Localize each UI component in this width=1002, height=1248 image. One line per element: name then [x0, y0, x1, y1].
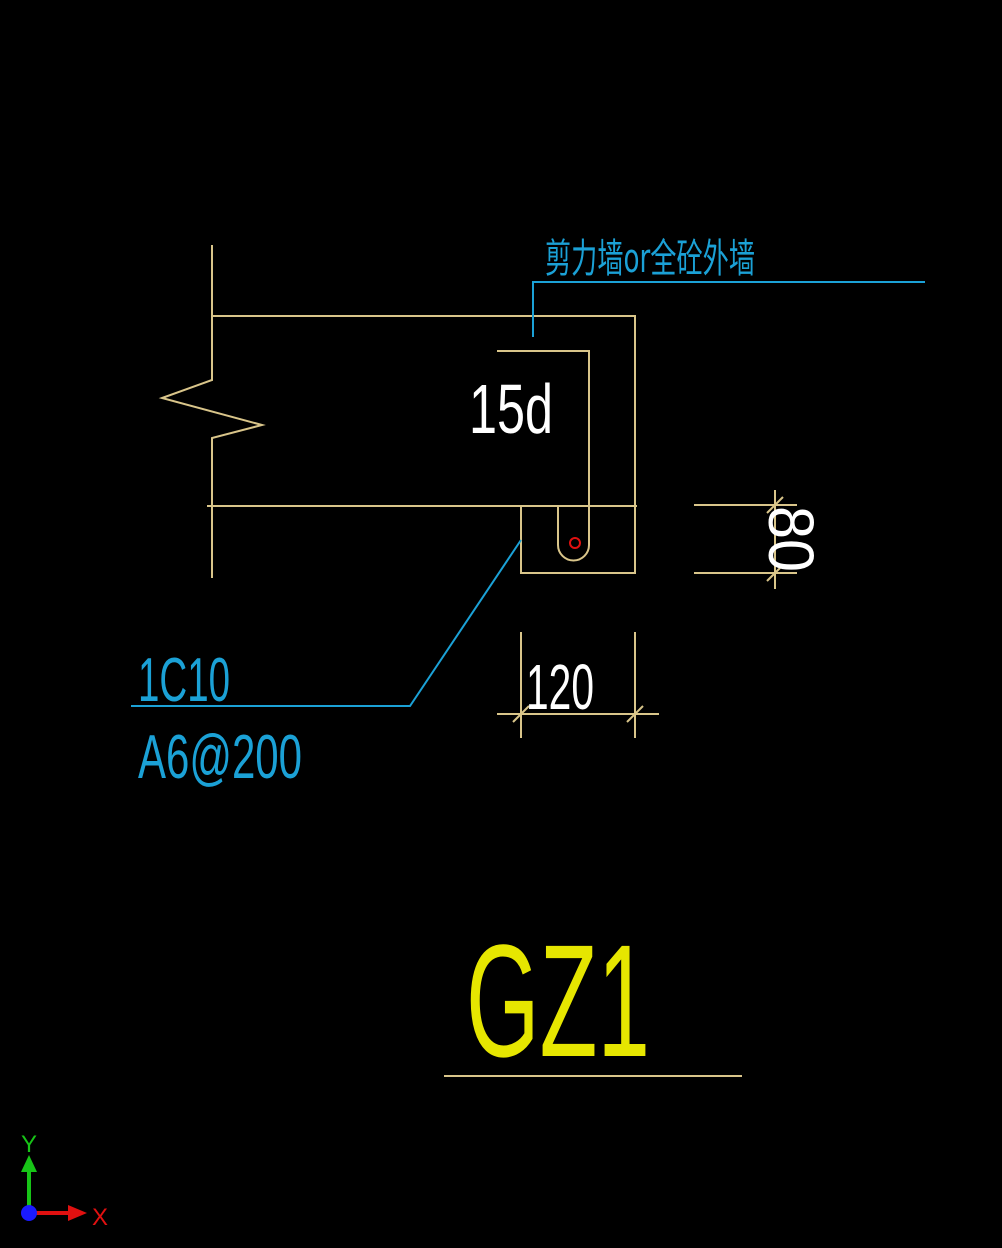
hook-length-label: 15d: [469, 370, 553, 448]
wall-top-edge: [212, 315, 636, 505]
rebar-hook-top: [497, 350, 590, 545]
ucs-y-label: Y: [21, 1131, 37, 1158]
main-bar-label: 1C10: [138, 646, 230, 715]
rebar-hook-bend: [557, 505, 590, 562]
stirrup-label: A6@200: [138, 723, 302, 792]
height-dimension-label: 80: [755, 506, 827, 572]
height-dimension: [694, 490, 797, 589]
rebar-dot: [569, 537, 581, 549]
wall-label-leader: [532, 281, 925, 337]
ucs-x-label: X: [92, 1204, 108, 1231]
width-dimension-label: 120: [526, 651, 594, 723]
ucs-icon: Y X: [21, 1131, 108, 1231]
width-dimension: [497, 632, 659, 738]
wall-break-line: [158, 245, 266, 578]
rebar-hook: [497, 350, 590, 562]
rebar-leader: [131, 539, 522, 707]
column-title: GZ1: [466, 911, 650, 1090]
wall-outline: [158, 245, 637, 578]
column-outline: [520, 506, 636, 574]
wall-label: 剪力墙or全砼外墙: [545, 236, 755, 282]
